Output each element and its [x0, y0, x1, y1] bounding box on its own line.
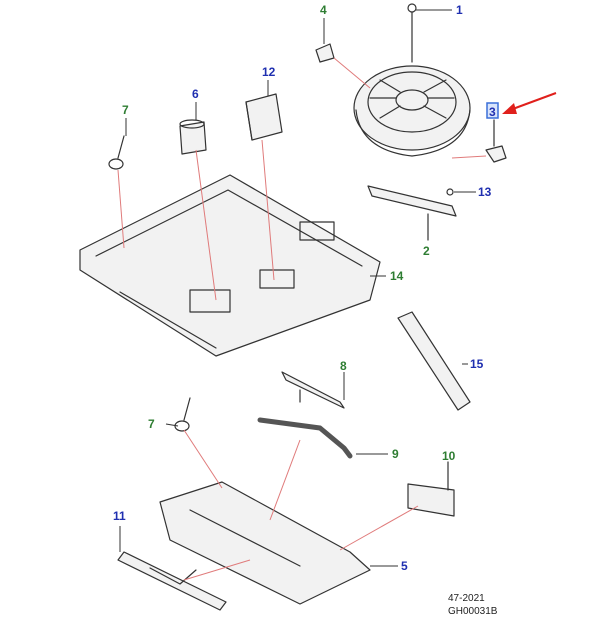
callout-10: 10: [442, 449, 456, 463]
callout-2: 2: [423, 244, 430, 258]
storage-tray-part-14: [79, 174, 381, 357]
spare-wheel: [353, 65, 471, 157]
callout-15: 15: [470, 357, 484, 371]
callout-6: 6: [192, 87, 199, 101]
callout-1: 1: [456, 3, 463, 17]
callout-8: 8: [340, 359, 347, 373]
red-arrow-icon: [502, 92, 557, 114]
callout-3: 3: [489, 105, 496, 119]
jack-part-11: [117, 551, 227, 611]
clamp-part-4: [315, 43, 335, 63]
tow-eye-part-7: [108, 135, 125, 170]
callout-12: 12: [262, 65, 276, 79]
callout-11: 11: [113, 509, 126, 523]
bolt-part-13: [446, 188, 454, 196]
plug-part-6: [179, 119, 207, 155]
callout-14: 14: [390, 269, 404, 283]
clamp-part-3: [485, 119, 507, 163]
callout-4: 4: [320, 3, 327, 17]
foam-holder-part-5: [159, 481, 371, 605]
callout-7a: 7: [122, 103, 129, 117]
jack-handle-part-15: [397, 311, 471, 411]
footer-date-code: 47-2021: [448, 593, 485, 604]
callout-7b: 7: [148, 417, 155, 431]
crank-part-9: [257, 417, 353, 459]
highlight-box: [486, 102, 499, 119]
wrench-part-8: [281, 371, 345, 409]
foam-block-part-12: [245, 93, 283, 141]
footer-drawing-id: GH00031B: [448, 606, 498, 617]
callout-9: 9: [392, 447, 399, 461]
wheel-bolt-part: [407, 3, 417, 63]
callout-13: 13: [478, 185, 492, 199]
bracket-part-2: [367, 185, 457, 241]
callout-5: 5: [401, 559, 408, 573]
